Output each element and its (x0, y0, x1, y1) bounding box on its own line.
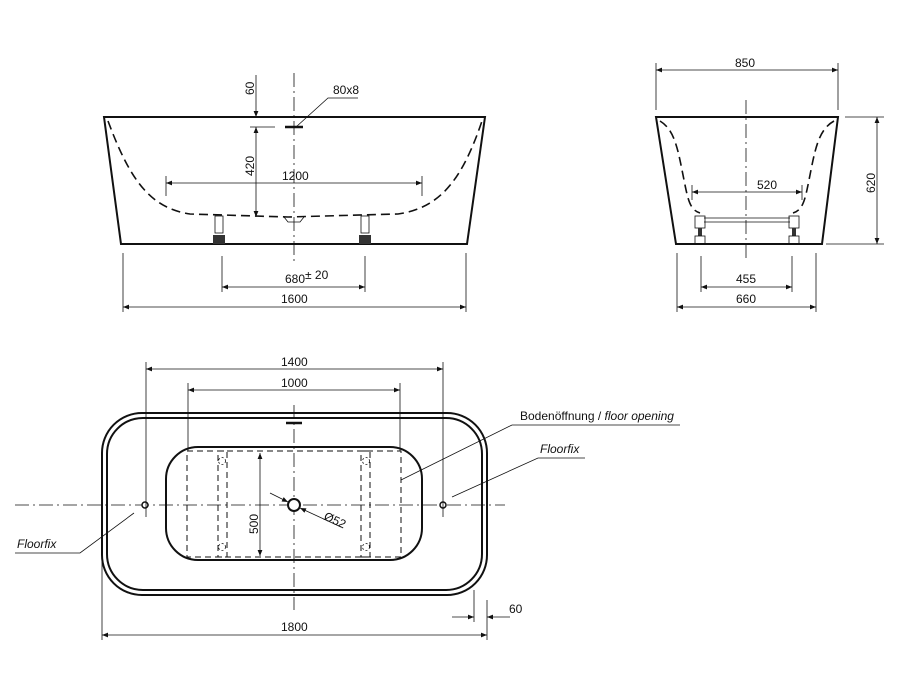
front-leg-left (213, 215, 225, 244)
dim-top-width: 850 (735, 56, 755, 70)
tub-plan-outer-rim (101, 412, 488, 596)
leg-positions (218, 457, 370, 551)
tub-front-outline (102, 116, 487, 245)
dim-feet-spacing: 680 (285, 272, 305, 286)
overflow-leader (295, 97, 358, 128)
floorfix-left-leader (15, 512, 135, 554)
plan-view: 1400 1000 500 Ø52 Bodenöffnung / floor o… (15, 355, 680, 640)
dim-floor-opening-width: 500 (247, 514, 261, 534)
front-view: 60 420 80x8 1200 680 ± 20 1600 (102, 73, 487, 312)
dim-rim-offset: 60 (509, 602, 523, 616)
tub-plan-inner-rim (106, 417, 483, 591)
dim-inner-width: 520 (757, 178, 777, 192)
dim-floor-opening-length: 1000 (281, 376, 308, 390)
tub-side-outline (654, 116, 840, 245)
tub-side-inner-contour-right (792, 120, 835, 214)
dim-height: 620 (864, 173, 878, 193)
dim-overflow-to-bottom: 420 (243, 156, 257, 176)
floor-opening-label: Bodenöffnung / floor opening (520, 409, 674, 423)
side-leg-frame (694, 215, 800, 245)
floorfix-left-point (141, 501, 149, 509)
tub-side-inner-contour-left (659, 120, 701, 214)
drain-leader (299, 507, 342, 528)
floorfix-right-leader (451, 457, 585, 498)
dim-feet-tolerance: ± 20 (305, 268, 329, 282)
tub-front-inner-contour (107, 120, 483, 218)
dim-total-length: 1800 (281, 620, 308, 634)
dim-floorfix-spacing: 1400 (281, 355, 308, 369)
dim-base-width: 660 (736, 292, 756, 306)
drain-icon (287, 498, 301, 512)
dim-feet-spacing-side: 455 (736, 272, 756, 286)
overflow-label: 80x8 (333, 83, 359, 97)
drain-diameter: Ø52 (322, 509, 349, 531)
dim-overflow-from-top: 60 (243, 81, 257, 95)
side-view: 850 620 520 455 660 (654, 56, 884, 312)
front-leg-right (359, 215, 371, 244)
dim-inner-length: 1200 (282, 169, 309, 183)
dim-base-length: 1600 (281, 292, 308, 306)
frame-strut-left (217, 450, 228, 558)
frame-strut-right (360, 450, 371, 558)
floorfix-label-left: Floorfix (17, 537, 57, 551)
floorfix-label-right: Floorfix (540, 442, 580, 456)
floor-opening-leader (400, 424, 680, 481)
